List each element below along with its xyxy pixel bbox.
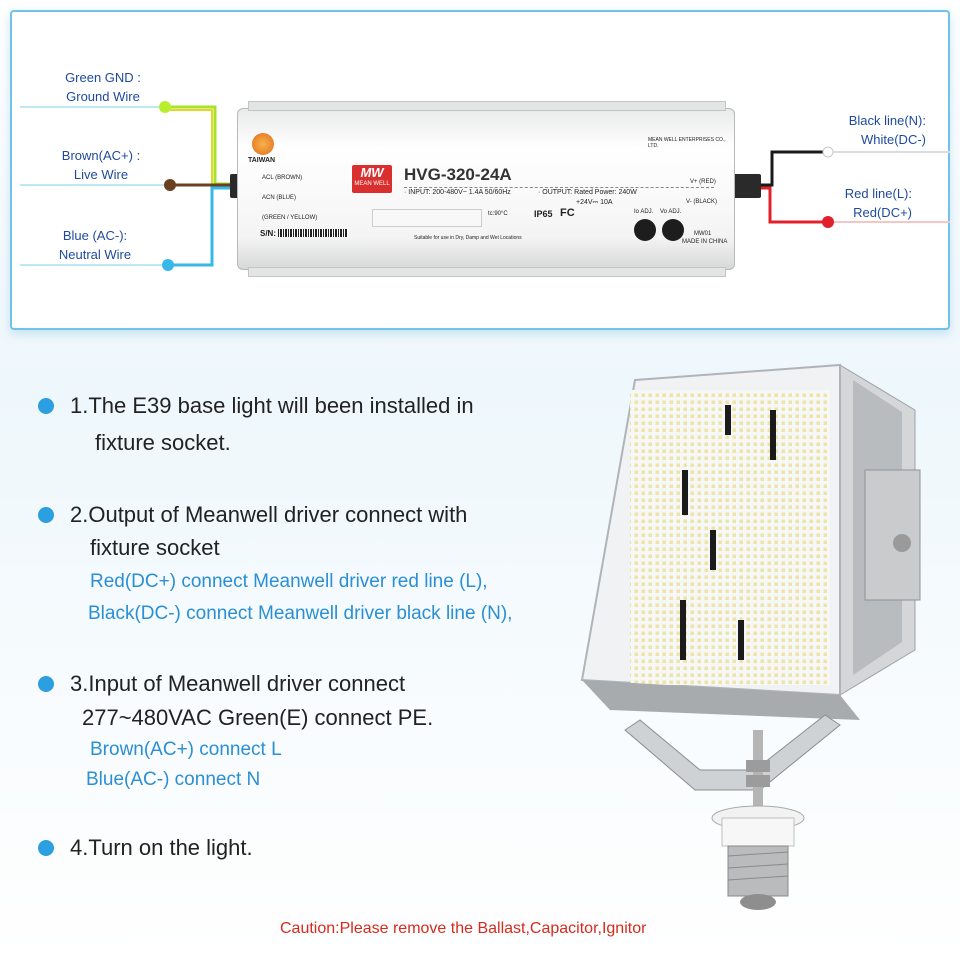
blue-wire-label-line2: Neutral Wire bbox=[58, 247, 132, 262]
driver-ground-label: (GREEN / YELLOW) bbox=[262, 215, 318, 221]
driver-input-spec: · INPUT: 200-480V~ 1.4A 50/60Hz bbox=[404, 189, 511, 196]
step3-line2: 277~480VAC Green(E) connect PE. bbox=[82, 705, 434, 730]
driver-made-in: MADE IN CHINA bbox=[682, 239, 728, 245]
driver-ip65: IP65 bbox=[534, 209, 553, 219]
driver-vplus-label: V+ (RED) bbox=[690, 179, 716, 185]
lamp-led-grid bbox=[630, 390, 830, 685]
driver-sn-label: S/N: bbox=[260, 229, 276, 238]
green-wire-label-line1: Green GND : bbox=[65, 70, 141, 85]
meanwell-logo: MW MEAN WELL bbox=[352, 165, 392, 193]
led-retrofit-lamp-image bbox=[580, 363, 921, 910]
brown-wire-label: Brown(AC+) : Live Wire bbox=[42, 146, 160, 184]
step2-sub1: Red(DC+) connect Meanwell driver red lin… bbox=[90, 571, 488, 592]
lamp-thread-line bbox=[727, 851, 789, 857]
black-wire-dot bbox=[822, 146, 834, 158]
green-wire-label-line2: Ground Wire bbox=[66, 89, 140, 104]
lamp-vent-slot bbox=[738, 620, 744, 660]
step2-bullet bbox=[38, 507, 54, 523]
step1-line1: 1.The E39 base light will been installed… bbox=[70, 393, 474, 418]
red-wire-label-line2: Red(DC+) bbox=[853, 205, 912, 220]
meanwell-driver: TAIWAN MW MEAN WELL HVG-320-24A · INPUT:… bbox=[237, 101, 735, 277]
lamp-vent-slot bbox=[682, 470, 688, 515]
wiring-lines bbox=[20, 101, 950, 271]
meanwell-logo-sub: MEAN WELL bbox=[354, 181, 390, 187]
blue-wire-label: Blue (AC-): Neutral Wire bbox=[40, 226, 150, 264]
step1-line2: fixture socket. bbox=[95, 430, 231, 455]
driver-top-fin bbox=[248, 101, 726, 111]
driver-suitable-text: Suitable for use in Dry, Damp and Wet Lo… bbox=[414, 235, 522, 241]
lamp-bolt bbox=[893, 534, 911, 552]
red-wire-label: Red line(L): Red(DC+) bbox=[820, 184, 912, 222]
driver-acl-label: ACL (BROWN) bbox=[262, 175, 303, 181]
lamp-vent-slot bbox=[725, 405, 731, 435]
driver-io-adj-label: Io ADJ. bbox=[634, 209, 654, 215]
lamp-base-insulator bbox=[721, 817, 795, 847]
step3-sub1: Brown(AC+) connect L bbox=[90, 739, 282, 760]
brown-wire-label-line2: Live Wire bbox=[73, 167, 129, 182]
green-yellow-stripe bbox=[170, 109, 237, 187]
lamp-vent-slot bbox=[770, 410, 776, 460]
io-adjust-knob-icon bbox=[634, 219, 656, 241]
black-wire-label-line1: Black line(N): bbox=[848, 113, 926, 128]
driver-origin-mark: TAIWAN bbox=[248, 157, 276, 164]
blue-wire-dot bbox=[162, 259, 174, 271]
driver-fcc-notice bbox=[372, 209, 482, 227]
driver-vminus-label: V- (BLACK) bbox=[686, 199, 718, 205]
red-wire bbox=[760, 186, 828, 224]
driver-vo-adj-label: Vo ADJ. bbox=[660, 209, 682, 215]
step2-line1: 2.Output of Meanwell driver connect with bbox=[70, 502, 468, 527]
black-wire-label: Black line(N): White(DC-) bbox=[820, 111, 926, 149]
taiwan-logo-icon bbox=[252, 133, 274, 155]
red-wire-dot bbox=[822, 216, 834, 228]
driver-output-gland bbox=[733, 174, 761, 198]
driver-barcode bbox=[278, 229, 348, 237]
blue-wire bbox=[168, 186, 237, 267]
vo-adjust-knob-icon bbox=[662, 219, 684, 241]
black-wire-label-line2: White(DC-) bbox=[861, 132, 926, 147]
driver-output-spec: · OUTPUT: Rated Power: 240W bbox=[538, 189, 637, 196]
caution-note: Caution:Please remove the Ballast,Capaci… bbox=[280, 920, 647, 937]
lamp-thread-line bbox=[727, 863, 789, 869]
step2-sub2: Black(DC-) connect Meanwell driver black… bbox=[88, 603, 513, 624]
driver-divider bbox=[404, 187, 714, 188]
driver-output-spec2: +24V⎓ 10A bbox=[576, 199, 613, 206]
step3-sub2: Blue(AC-) connect N bbox=[86, 769, 261, 790]
step4-line1: 4.Turn on the light. bbox=[70, 835, 253, 860]
fcc-icon: FC bbox=[560, 207, 575, 219]
lamp-nut bbox=[746, 775, 770, 787]
blue-wire-label-line1: Blue (AC-): bbox=[62, 228, 128, 243]
lamp-base-thread bbox=[727, 845, 789, 897]
brown-wire-dot bbox=[164, 179, 176, 191]
green-wire-label: Green GND : Ground Wire bbox=[48, 68, 158, 106]
green-wire-dot bbox=[159, 101, 171, 113]
meanwell-logo-text: MW bbox=[360, 165, 384, 180]
brown-wire-label-line1: Brown(AC+) : bbox=[61, 148, 141, 163]
black-wire bbox=[760, 150, 828, 187]
lamp-thread-line bbox=[727, 875, 789, 881]
driver-acn-label: ACN (BLUE) bbox=[262, 195, 297, 201]
driver-bottom-fin bbox=[248, 267, 726, 277]
lamp-vent-slot bbox=[710, 530, 716, 570]
step3-bullet bbox=[38, 676, 54, 692]
driver-temp-rating: tc:90°C bbox=[488, 211, 508, 217]
lamp-nut bbox=[746, 760, 770, 772]
red-wire-label-line1: Red line(L): bbox=[844, 186, 912, 201]
step3-line1: 3.Input of Meanwell driver connect bbox=[70, 671, 406, 696]
driver-company: MEAN WELL ENTERPRISES CO., LTD. bbox=[648, 137, 726, 149]
driver-model: HVG-320-24A bbox=[404, 165, 512, 184]
step4-bullet bbox=[38, 840, 54, 856]
lamp-base-tip bbox=[740, 894, 776, 910]
lamp-yoke bbox=[624, 714, 841, 791]
step2-line2: fixture socket bbox=[90, 535, 220, 560]
lamp-fins-bottom bbox=[582, 680, 860, 720]
lamp-bracket bbox=[864, 469, 921, 601]
green-wire bbox=[165, 105, 237, 186]
step1-bullet bbox=[38, 398, 54, 414]
lamp-vent-slot bbox=[680, 600, 686, 660]
driver-mw01: MW01 bbox=[694, 231, 712, 237]
